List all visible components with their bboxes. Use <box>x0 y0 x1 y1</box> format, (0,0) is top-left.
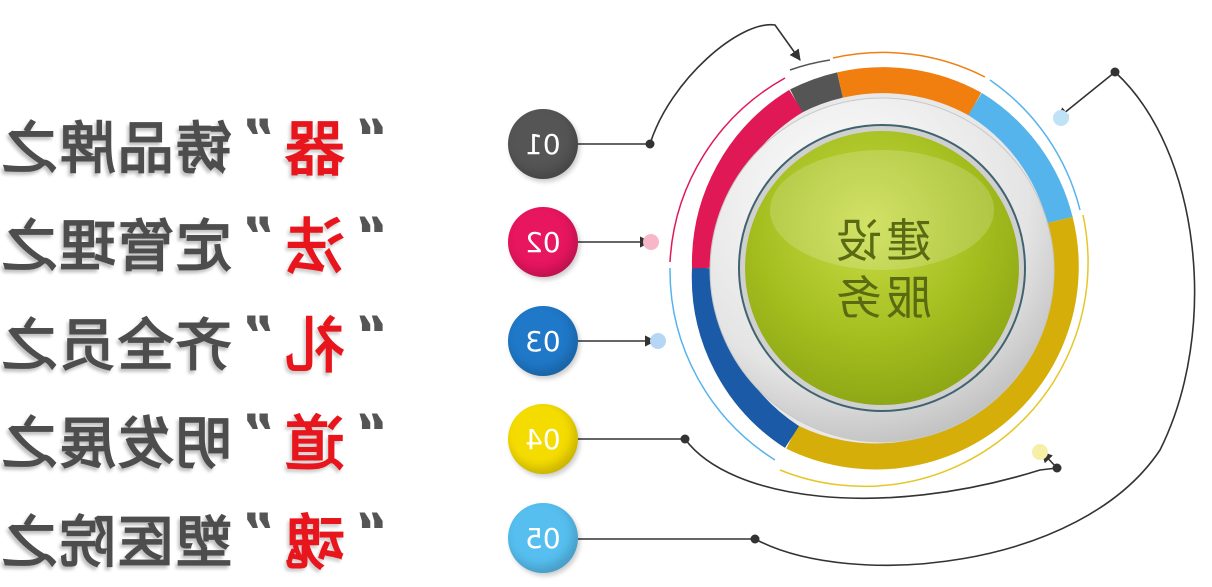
glow-dot-04 <box>1032 444 1048 460</box>
badge-04: 04 <box>508 404 578 474</box>
quote-close: ” <box>242 404 275 462</box>
glow-dot-03 <box>650 333 666 349</box>
connector-05 <box>578 71 1196 566</box>
badge-number: 04 <box>525 422 561 456</box>
quote-close: ” <box>242 306 275 364</box>
quote-close: ” <box>242 503 275 561</box>
center-title: 建设 服务 <box>812 205 952 335</box>
quote-open: “ <box>354 207 388 265</box>
center-title-line1: 建设 <box>832 213 932 268</box>
quote-open: “ <box>354 306 388 364</box>
item-row-01: “ 器 ” 铸品牌之 <box>0 104 470 185</box>
connector-04 <box>578 438 1058 500</box>
item-prefix: 明发展之 <box>0 411 232 477</box>
badge-number: 05 <box>525 521 561 555</box>
quote-open: “ <box>354 404 388 462</box>
item-row-04: “ 道 ” 明发展之 <box>0 399 470 480</box>
quote-open: “ <box>354 503 388 561</box>
quote-open: “ <box>354 109 388 167</box>
item-keyword: 器 <box>284 114 345 185</box>
core-circle <box>745 131 1019 405</box>
color-ring <box>691 67 1079 470</box>
item-prefix: 齐全员之 <box>0 313 232 379</box>
badge-01: 01 <box>508 109 578 179</box>
badge-number: 03 <box>525 324 561 358</box>
badge-05: 05 <box>508 503 578 573</box>
quote-close: ” <box>242 207 275 265</box>
item-keyword: 道 <box>284 409 345 480</box>
item-keyword: 魂 <box>284 508 345 579</box>
glow-dot-02 <box>643 234 659 250</box>
badge-02: 02 <box>508 207 578 277</box>
item-row-03: “ 礼 ” 齐全员之 <box>0 301 470 382</box>
item-prefix: 铸品牌之 <box>0 116 232 182</box>
item-row-05: “ 魂 ” 塑医院之 <box>0 498 470 579</box>
badge-number: 01 <box>525 127 561 161</box>
connector-lines <box>578 24 1196 566</box>
item-row-02: “ 法 ” 定管理之 <box>0 202 470 283</box>
badge-03: 03 <box>508 306 578 376</box>
quote-close: ” <box>242 109 275 167</box>
glow-dot-01 <box>1053 110 1069 126</box>
item-keyword: 法 <box>284 212 345 283</box>
connector-01 <box>578 24 801 145</box>
item-prefix: 塑医院之 <box>0 510 232 576</box>
badge-number: 02 <box>525 225 561 259</box>
center-title-line2: 服务 <box>832 271 932 325</box>
item-prefix: 定管理之 <box>0 214 232 280</box>
outer-arcs <box>669 51 1089 488</box>
item-keyword: 礼 <box>284 311 345 382</box>
